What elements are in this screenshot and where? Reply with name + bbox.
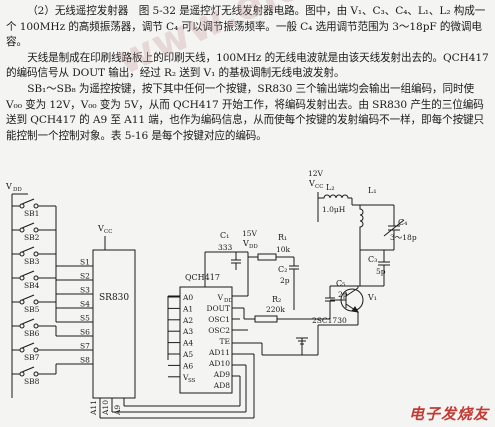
sr830-pin-4: S4 xyxy=(80,300,90,309)
sr830-out-a9: A9 xyxy=(113,405,122,416)
svg-text:333: 333 xyxy=(218,243,233,252)
svg-text:V: V xyxy=(5,182,12,191)
qch-right-pin-2: OSC1 xyxy=(208,315,230,324)
svg-text:1.0μH: 1.0μH xyxy=(322,205,346,214)
switch-8: SB8 xyxy=(12,363,93,386)
svg-text:L₁: L₁ xyxy=(368,186,377,195)
svg-text:3～18p: 3～18p xyxy=(390,233,417,242)
switch-5: SB5 xyxy=(12,294,93,323)
qch-left-pin-3: A3 xyxy=(182,327,193,336)
decoupling-c1: C₁ 333 15V V DD xyxy=(204,229,258,297)
switch-3: SB3 xyxy=(12,246,93,295)
qch-left-pin-6: A6 xyxy=(182,361,193,370)
paragraph-1: （2）无线遥控发射器 图 5-32 是遥控灯无线发射器电路。图中，由 V₁、C₃… xyxy=(6,5,486,49)
switch-6: SB6 xyxy=(12,318,93,338)
qch-right-pin-8: AD8 xyxy=(213,381,230,390)
svg-text:12V: 12V xyxy=(308,169,324,178)
switch-label-5: SB5 xyxy=(24,305,40,314)
chip-sr830: V CC SR830 A11 A10 A9 xyxy=(89,224,136,418)
watermark-logo: 电子发烧友 xyxy=(408,405,489,423)
svg-text:C₅: C₅ xyxy=(336,279,345,288)
svg-text:15V: 15V xyxy=(242,229,258,238)
svg-text:R₂: R₂ xyxy=(272,295,281,304)
qch-left-pin-5: A5 xyxy=(182,350,193,359)
qch-left-pin-1: A1 xyxy=(182,304,193,313)
svg-text:C₁: C₁ xyxy=(220,231,229,240)
qch-left-pin-sub: SS xyxy=(188,378,196,384)
sr830-pin-8: S8 xyxy=(80,356,90,365)
qch-left-pin-7: V xyxy=(182,373,189,382)
switch-label-3: SB3 xyxy=(24,257,40,266)
sr830-pin-6: S6 xyxy=(80,328,90,337)
svg-text:R₁: R₁ xyxy=(278,233,287,242)
svg-text:10k: 10k xyxy=(276,245,291,254)
qch-right-pin-1: DOUT xyxy=(207,304,231,313)
qch-right-pin-sub: DD xyxy=(224,298,233,304)
qch-right-pin-6: AD10 xyxy=(208,359,230,368)
svg-text:V: V xyxy=(97,224,104,233)
qch417-label: QCH417 xyxy=(185,273,220,282)
svg-text:V₁: V₁ xyxy=(367,293,377,302)
svg-text:C₄: C₄ xyxy=(398,218,407,227)
svg-text:V: V xyxy=(242,239,249,248)
svg-text:C₃: C₃ xyxy=(368,255,377,264)
sr830-pin-1: S1 xyxy=(80,258,90,267)
svg-text:5p: 5p xyxy=(376,267,386,276)
qch-left-pin-0: A0 xyxy=(182,293,193,302)
sr830-pin-3: S3 xyxy=(80,286,90,295)
qch-right-pin-5: AD11 xyxy=(208,348,230,357)
svg-text:DD: DD xyxy=(13,187,22,193)
sr830-out-a10: A10 xyxy=(101,400,110,416)
sr830-label: SR830 xyxy=(99,293,129,303)
svg-text:2p: 2p xyxy=(280,276,290,285)
svg-text:DD: DD xyxy=(249,244,258,250)
switch-label-4: SB4 xyxy=(24,281,40,290)
svg-text:V: V xyxy=(308,179,315,188)
switch-label-7: SB7 xyxy=(24,353,40,362)
qch-right-pin-7: AD9 xyxy=(213,370,230,379)
paragraph-2: 天线是制成在印刷线路板上的印刷天线，100MHz 的无线电波就是由该天线发射出去… xyxy=(6,51,489,80)
qch-right-pin-4: TE xyxy=(220,337,230,346)
switch-label-8: SB8 xyxy=(24,377,40,386)
svg-text:C₂: C₂ xyxy=(278,265,287,274)
switch-label-1: SB1 xyxy=(24,209,39,218)
svg-text:L₂: L₂ xyxy=(326,183,335,192)
switch-label-6: SB6 xyxy=(24,329,40,338)
svg-text:CC: CC xyxy=(104,229,112,235)
sr830-out-a11: A11 xyxy=(89,400,98,416)
sr830-pin-2: S2 xyxy=(80,272,90,281)
switch-7: SB7 xyxy=(12,342,93,362)
switch-label-2: SB2 xyxy=(24,233,40,242)
qch-left-pin-2: A2 xyxy=(182,316,193,325)
vdd-supply: V DD xyxy=(5,182,28,398)
svg-text:220k: 220k xyxy=(266,305,285,314)
switch-4: SB4 xyxy=(12,270,93,309)
paragraph-3: SB₁～SB₈ 为遥控按键，按下其中任何一个按键，SR830 三个输出端均会输出… xyxy=(6,82,485,142)
svg-text:CC: CC xyxy=(315,184,323,190)
svg-text:2SC1730: 2SC1730 xyxy=(312,316,347,325)
osc-network: R₁ 10k C₂ 2p R₂ 220k xyxy=(232,233,330,331)
sr830-pin-7: S7 xyxy=(80,342,90,351)
qch-right-pin-0: V xyxy=(217,293,224,302)
sr830-pin-5: S5 xyxy=(80,314,90,323)
qch-left-pin-4: A4 xyxy=(182,339,193,348)
description-text: （2）无线遥控发射器 图 5-32 是遥控灯无线发射器电路。图中，由 V₁、C₃… xyxy=(6,4,492,144)
rf-oscillator: 12V V CC L₂ 1.0μH L₁ C₄ 3～18p C₃ 5p C₅ 2… xyxy=(296,169,417,356)
qch-right-pin-3: OSC2 xyxy=(208,326,230,335)
chip-qch417: QCH417 xyxy=(167,273,233,394)
